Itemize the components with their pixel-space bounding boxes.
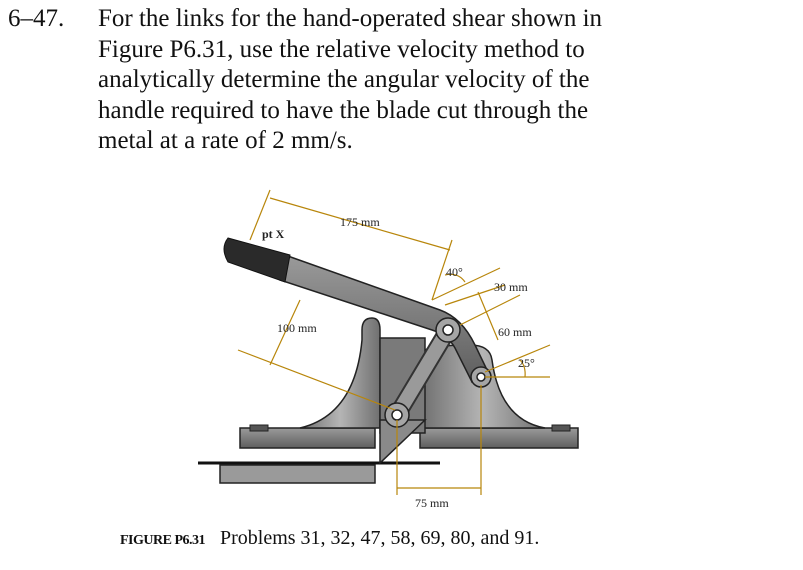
dimension-lines: [237, 189, 551, 495]
label-100mm: 100 mm: [277, 321, 317, 335]
label-75mm: 75 mm: [415, 496, 449, 510]
figure-label: FIGURE P6.31: [120, 533, 206, 548]
figure-caption: FIGURE P6.31 Problems 31, 32, 47, 58, 69…: [120, 527, 539, 550]
problem-line: metal at a rate of 2 mm/s.: [98, 127, 353, 154]
label-30mm: 30 mm: [494, 280, 528, 294]
problem-line: For the links for the hand-operated shea…: [98, 5, 603, 32]
connecting-link: [384, 321, 457, 428]
problem-line: handle required to have the blade cut th…: [98, 96, 589, 124]
label-40deg: 40°: [446, 265, 463, 279]
shear-mechanism-figure: pt X 175 mm 100 mm 40° 30 mm 60 mm 25° 7…: [0, 170, 803, 520]
problem-text: For the links for the hand-operated shea…: [98, 4, 788, 157]
handle: [223, 237, 492, 388]
label-60mm: 60 mm: [498, 325, 532, 339]
problem-line: analytically determine the angular veloc…: [98, 66, 590, 93]
problem-line: Figure P6.31, use the relative velocity …: [98, 35, 585, 63]
label-175mm: 175 mm: [340, 215, 380, 229]
left-base: [239, 317, 381, 449]
metal-sheet: [198, 461, 440, 484]
problem-number: 6–47.: [8, 5, 65, 32]
figure-caption-text: Problems 31, 32, 47, 58, 69, 80, and 91.: [220, 527, 540, 549]
right-base: [419, 344, 579, 449]
handle-grip: [223, 237, 291, 283]
label-pt-x: pt X: [262, 227, 285, 241]
label-25deg: 25°: [518, 356, 535, 370]
